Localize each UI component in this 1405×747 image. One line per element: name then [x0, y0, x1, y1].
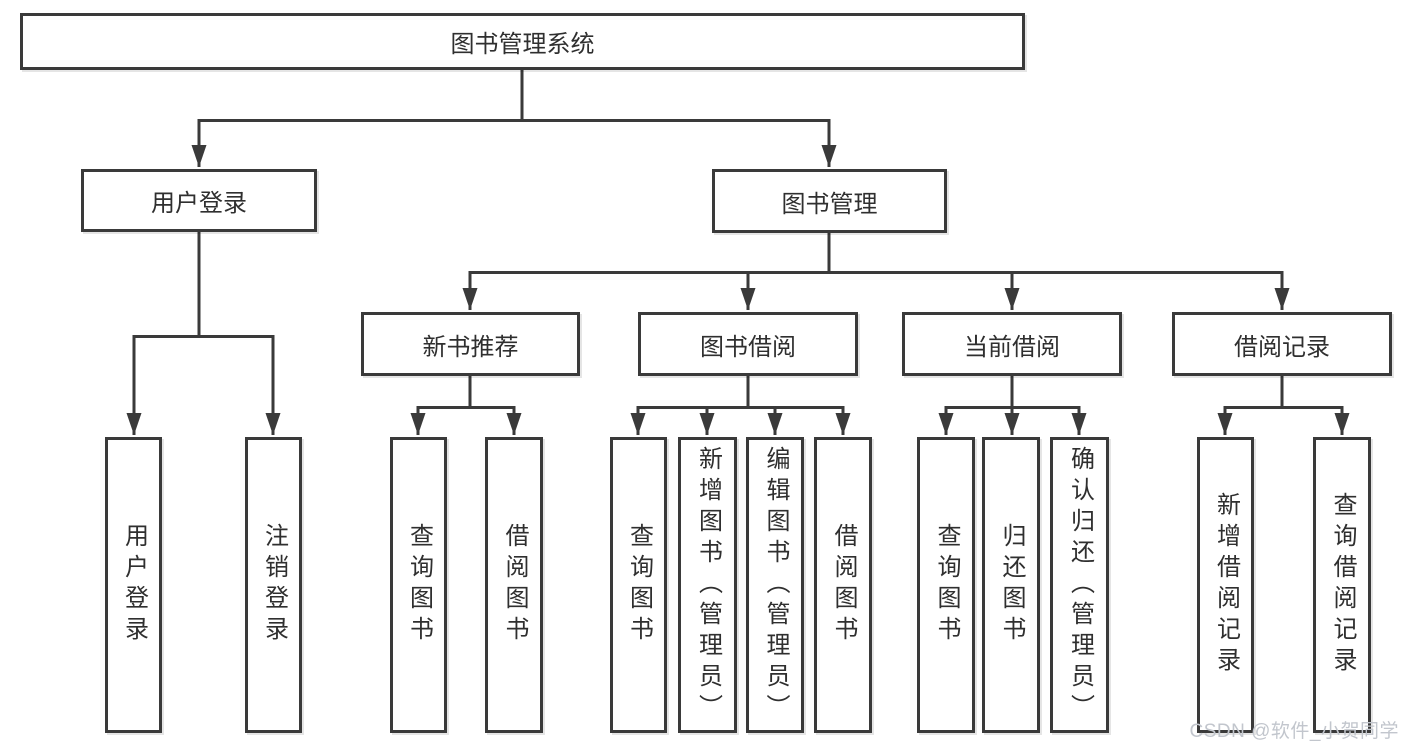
node-new-book-recommend-label: 新书推荐 [422, 333, 519, 361]
leaf-logout-label: 注销登录 [260, 523, 288, 647]
node-new-book-recommend: 新书推荐 [361, 312, 580, 376]
leaf-add-borrow-record: 新增借阅记录 [1197, 437, 1254, 733]
node-book-management: 图书管理 [712, 169, 947, 233]
leaf-logout: 注销登录 [245, 437, 302, 733]
leaf-edit-book-admin-label: 编辑图书（管理员） [762, 445, 789, 725]
leaf-query-borrow-record: 查询借阅记录 [1313, 437, 1371, 733]
node-user-login-label: 用户登录 [151, 190, 247, 217]
node-book-borrow: 图书借阅 [638, 312, 858, 376]
leaf-confirm-return-admin-label: 确认归还（管理员） [1066, 445, 1094, 725]
node-user-login: 用户登录 [81, 169, 317, 232]
node-book-borrow-label: 图书借阅 [700, 333, 796, 361]
leaf-query-books-recommend: 查询图书 [390, 437, 447, 733]
leaf-query-books-recommend-label: 查询图书 [405, 523, 433, 647]
leaf-return-book-label: 归还图书 [998, 523, 1025, 647]
leaf-borrow-books: 借阅图书 [814, 437, 872, 733]
leaf-borrow-books-recommend-label: 借阅图书 [501, 523, 528, 647]
leaf-query-books-current: 查询图书 [917, 437, 975, 733]
leaf-borrow-books-recommend: 借阅图书 [485, 437, 543, 733]
leaf-user-login: 用户登录 [105, 437, 162, 733]
node-borrow-records-label: 借阅记录 [1234, 333, 1330, 361]
leaf-query-books-borrow: 查询图书 [610, 437, 667, 733]
leaf-add-book-admin-label: 新增图书（管理员） [694, 445, 722, 725]
leaf-confirm-return-admin: 确认归还（管理员） [1050, 437, 1109, 733]
leaf-return-book: 归还图书 [982, 437, 1040, 733]
node-current-borrow: 当前借阅 [902, 312, 1122, 376]
node-root: 图书管理系统 [20, 13, 1025, 70]
node-book-management-label: 图书管理 [781, 190, 878, 218]
watermark: CSDN @软件_小贺同学 [1189, 721, 1399, 742]
leaf-user-login-label: 用户登录 [120, 523, 148, 647]
leaf-borrow-books-label: 借阅图书 [830, 523, 857, 647]
leaf-query-books-borrow-label: 查询图书 [625, 523, 653, 647]
leaf-add-borrow-record-label: 新增借阅记录 [1212, 492, 1240, 678]
leaf-query-books-current-label: 查询图书 [933, 523, 960, 647]
leaf-query-borrow-record-label: 查询借阅记录 [1329, 492, 1356, 678]
node-borrow-records: 借阅记录 [1172, 312, 1392, 376]
node-root-label: 图书管理系统 [450, 31, 595, 58]
node-current-borrow-label: 当前借阅 [964, 333, 1060, 361]
leaf-edit-book-admin: 编辑图书（管理员） [746, 437, 804, 733]
leaf-add-book-admin: 新增图书（管理员） [678, 437, 737, 733]
